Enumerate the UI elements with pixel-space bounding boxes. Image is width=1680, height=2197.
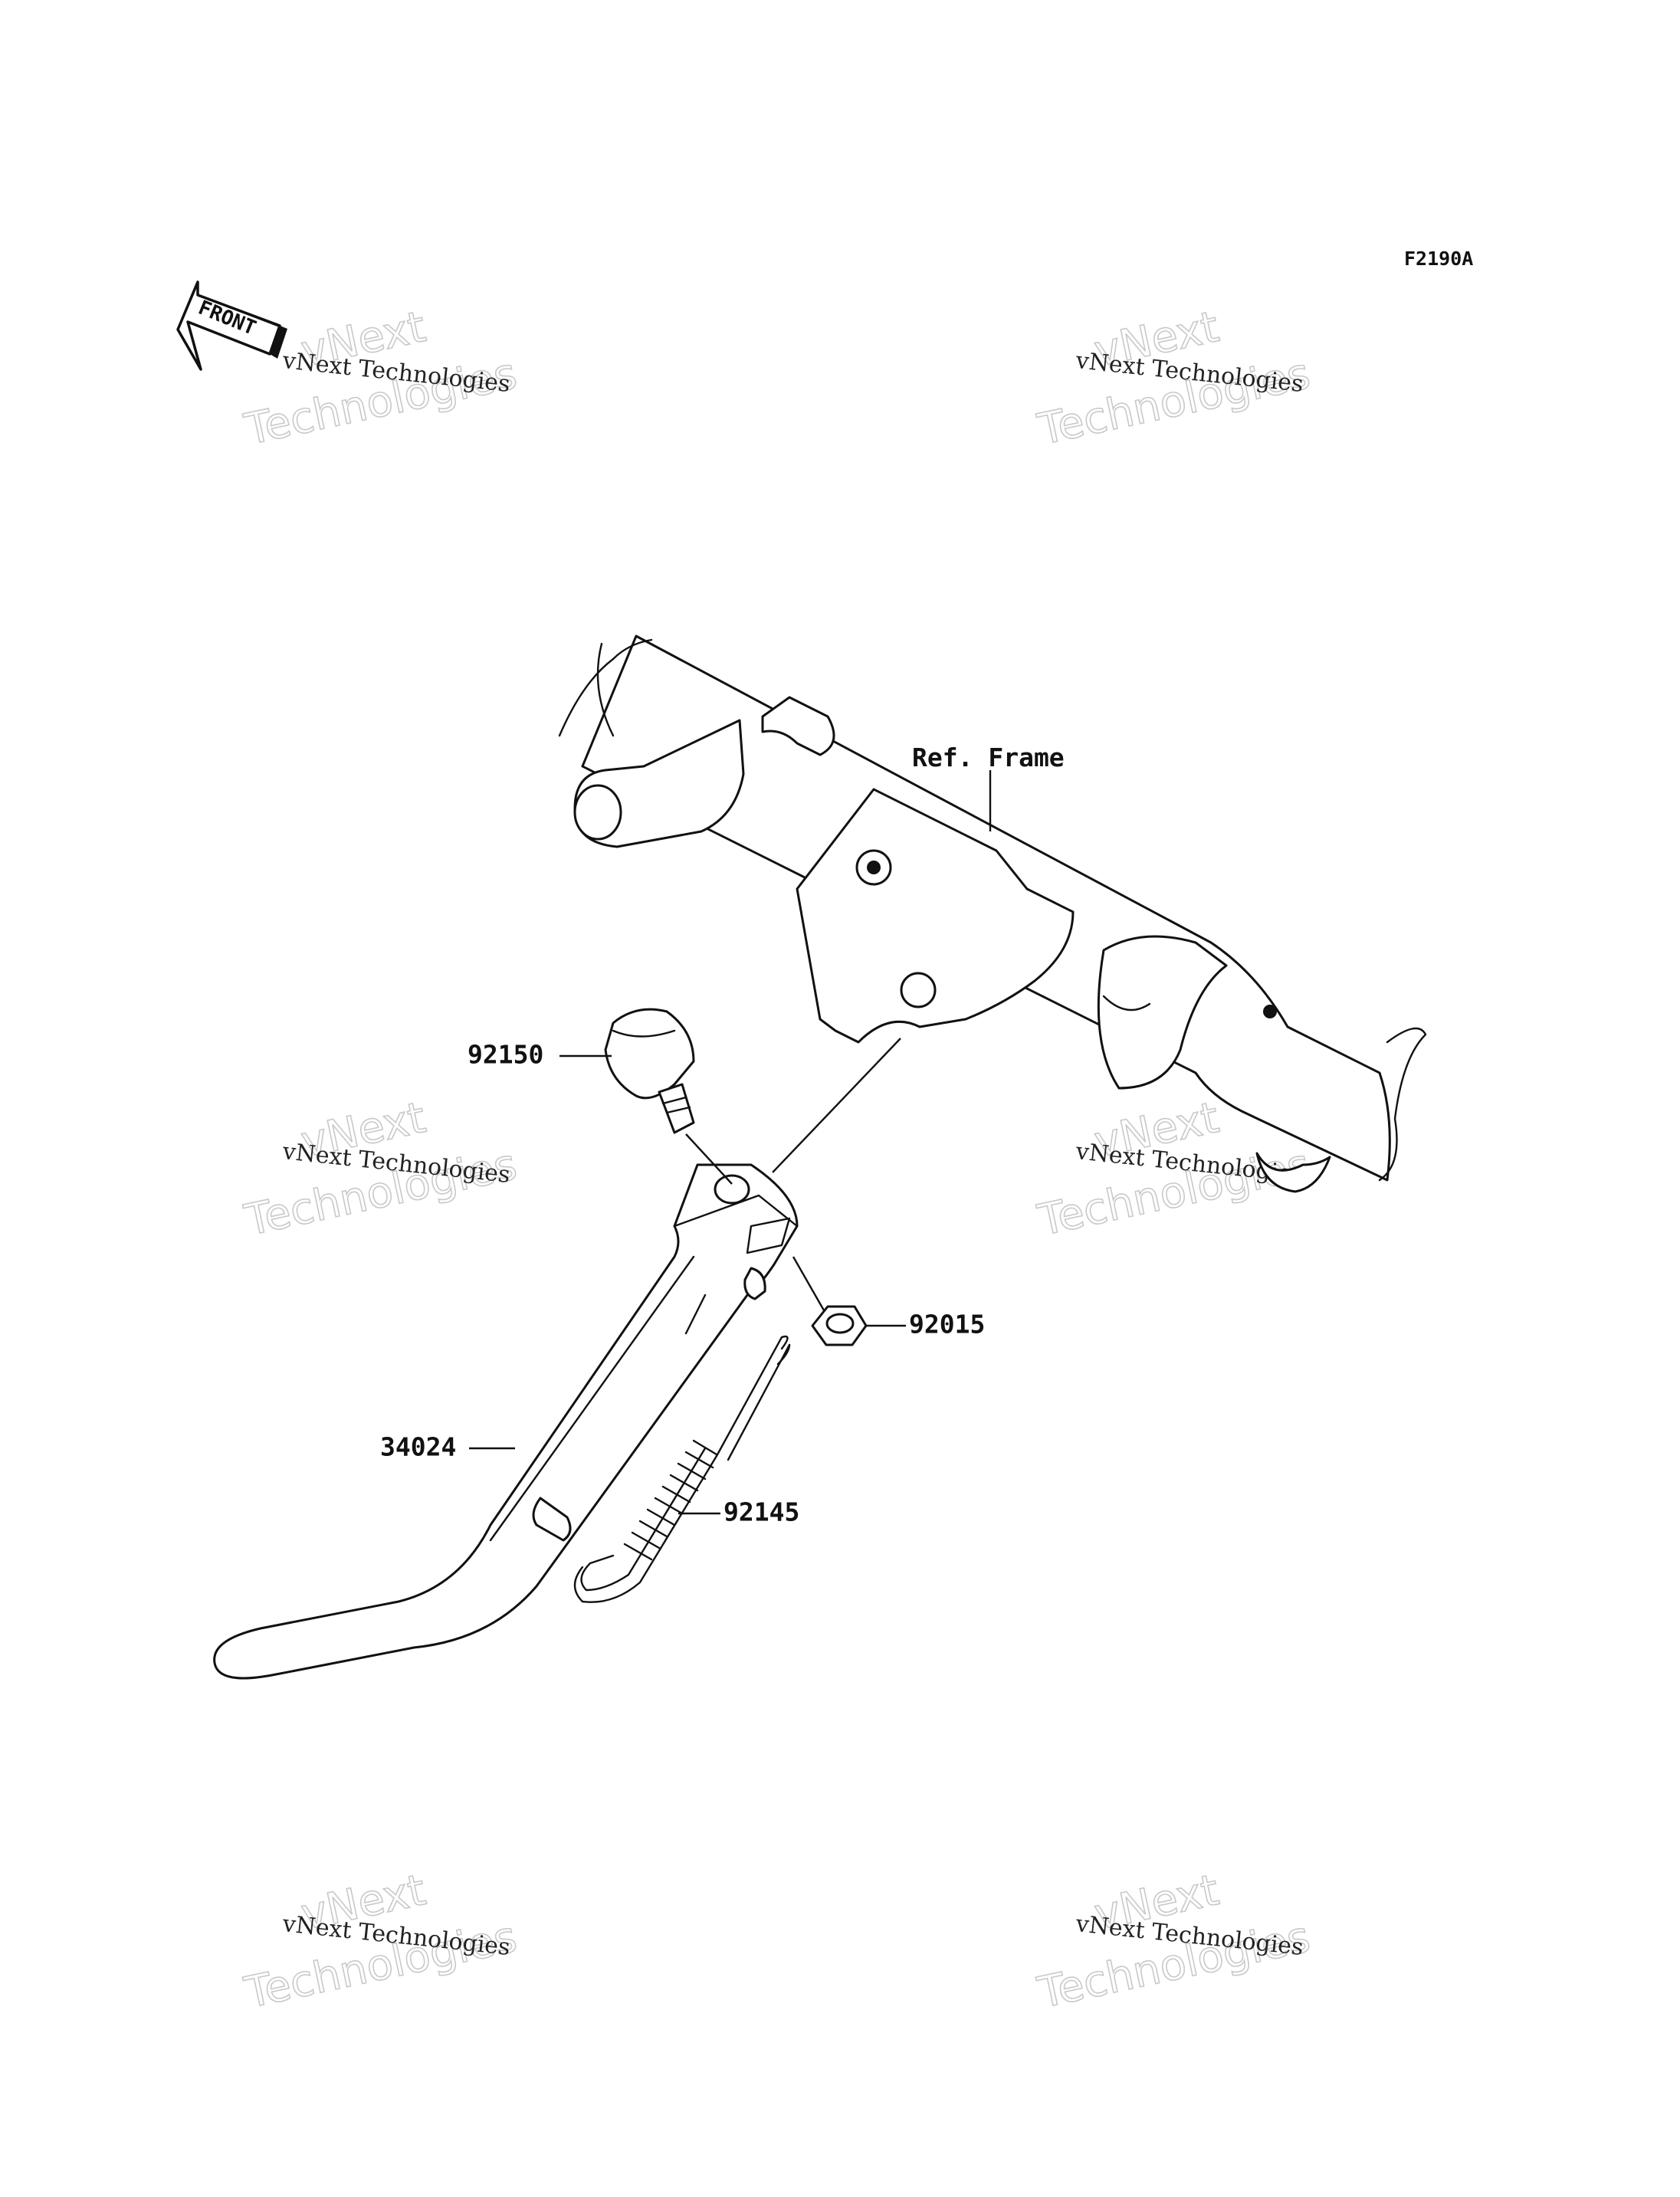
bolt-part xyxy=(604,1008,695,1134)
callout-92015: 92015 xyxy=(909,1310,985,1340)
callout-92150: 92150 xyxy=(468,1040,543,1070)
callout-34024: 34024 xyxy=(380,1432,456,1462)
frame-illustration xyxy=(558,635,1427,1193)
nut-part xyxy=(811,1305,868,1346)
watermark-top-right: vNext Technologies vNext Technologies xyxy=(1033,301,1315,455)
axis-line-nut xyxy=(792,1256,825,1311)
front-arrow-icon: FRONT xyxy=(176,280,287,371)
side-stand-part xyxy=(213,1163,799,1680)
spring-coils xyxy=(623,1439,718,1561)
callout-ref-frame: Ref. Frame xyxy=(912,743,1065,772)
diagram-code: F2190A xyxy=(1404,248,1473,270)
watermark-bottom-left: vNext Technologies vNext Technologies xyxy=(240,1864,522,2018)
axis-line-frame xyxy=(772,1038,901,1173)
callout-92145: 92145 xyxy=(724,1497,799,1527)
spring-part xyxy=(573,1335,791,1603)
watermark-bottom-right: vNext Technologies vNext Technologies xyxy=(1033,1864,1315,2018)
axis-line-bolt xyxy=(685,1133,733,1185)
watermark-top-left: vNext Technologies vNext Technologies xyxy=(240,301,522,455)
watermark-middle-left: vNext Technologies vNext Technologies xyxy=(240,1092,522,1246)
